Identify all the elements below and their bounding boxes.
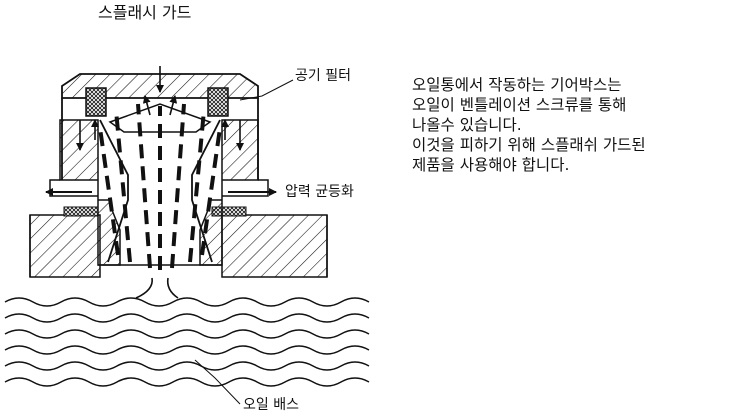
oil-splash-flow	[98, 103, 222, 270]
description-line: 제품을 사용해야 합니다.	[412, 156, 570, 174]
label-air-filter: 공기 필터	[295, 68, 351, 84]
label-oil-bath: 오일 배스	[243, 397, 299, 413]
air-filter-element	[85, 87, 229, 117]
flow-arrow	[76, 66, 244, 151]
housing-wall	[29, 214, 328, 278]
leader-lines	[194, 79, 294, 405]
description-text: 오일통에서 작동하는 기어박스는 오일이 벤틀레이션 스크류를 통해 나올수 있…	[412, 75, 742, 175]
description-line: 오일통에서 작동하는 기어박스는	[412, 76, 622, 94]
description-line: 나올수 있습니다.	[412, 116, 522, 134]
oil-drip	[135, 277, 179, 299]
description-line: 이것을 피하기 위해 스플래쉬 가드된	[412, 136, 646, 154]
label-pressure-equalization: 압력 균등화	[285, 184, 354, 200]
description-line: 오일이 벤틀레이션 스크류를 통해	[412, 96, 627, 114]
oil-bath-waves	[4, 297, 370, 387]
diagram-title: 스플래시 가드	[98, 3, 192, 22]
